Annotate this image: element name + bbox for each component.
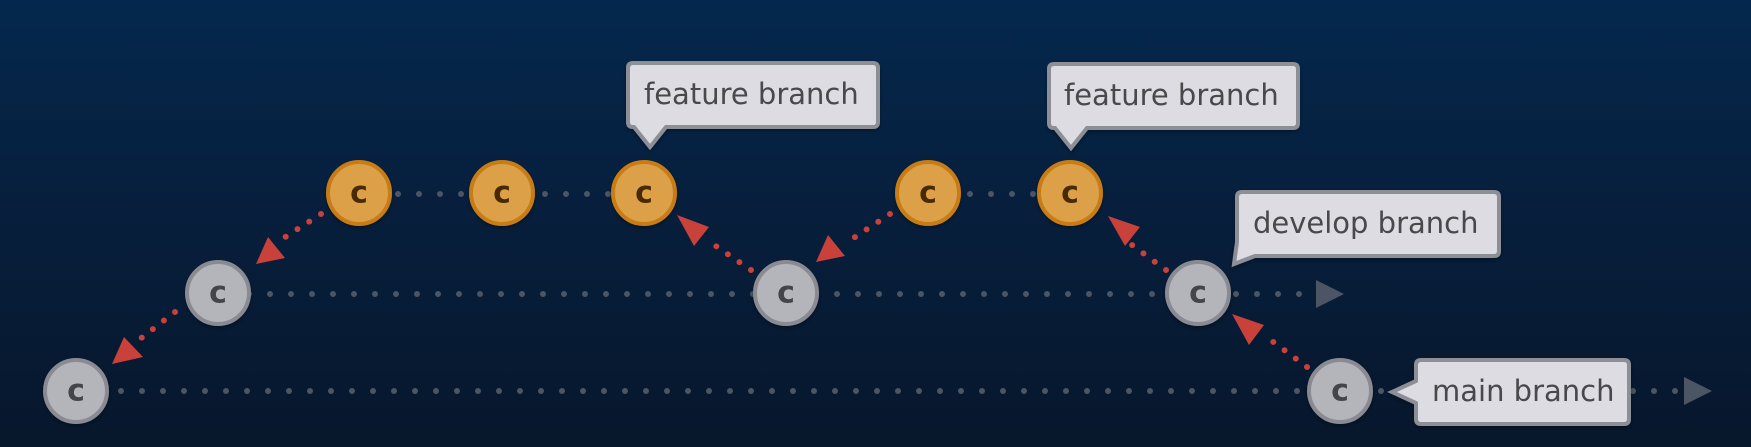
commit-label: c	[493, 176, 511, 211]
callouts: feature branch feature branch develop br…	[626, 61, 1631, 426]
commit-node-develop: c	[1165, 260, 1231, 326]
flow-arrow-develop-to-main	[1265, 335, 1310, 370]
flow-arrowhead-develop-to-main	[1232, 314, 1264, 345]
flow-arrowhead-feature-to-develop-2	[1108, 216, 1140, 246]
develop-branch-callout: develop branch	[1231, 190, 1501, 268]
main-branch-arrowhead	[1684, 377, 1712, 405]
commit-label: c	[1189, 276, 1207, 311]
flow-arrowhead-develop-to-feature	[256, 237, 285, 264]
develop-branch-label: develop branch	[1253, 206, 1479, 240]
commit-label: c	[1331, 374, 1349, 409]
commit-label: c	[209, 276, 227, 311]
flow-arrow-feature-to-develop-2	[1125, 239, 1169, 273]
commit-node-main: c	[1307, 358, 1373, 424]
commit-node-feature: c	[326, 160, 392, 226]
main-branch-label: main branch	[1432, 374, 1614, 408]
commit-label: c	[635, 176, 653, 211]
flow-arrowhead-feature-to-develop	[677, 215, 709, 246]
feature-branch-callout: feature branch	[626, 61, 880, 151]
commit-node-feature: c	[469, 160, 535, 226]
flow-arrow-main-to-develop	[128, 309, 178, 349]
flow-arrows	[112, 211, 1310, 370]
flow-arrowhead-develop-to-feature-2	[816, 235, 845, 262]
flow-arrowhead-main-to-develop	[112, 337, 143, 364]
commit-node-develop: c	[753, 260, 819, 326]
commit-label: c	[67, 374, 85, 409]
feature-branch-label: feature branch	[644, 77, 859, 111]
feature-branch-label: feature branch	[1064, 78, 1279, 112]
flow-arrow-develop-to-feature	[273, 211, 324, 246]
main-branch-callout: main branch	[1387, 358, 1631, 426]
commit-nodes: c c c c c c c	[43, 160, 1373, 424]
flow-arrow-feature-to-develop	[707, 239, 754, 273]
commit-label: c	[777, 276, 795, 311]
commit-node-main: c	[43, 358, 109, 424]
develop-branch-arrowhead	[1316, 280, 1344, 308]
commit-node-feature: c	[895, 160, 961, 226]
flow-arrow-develop-to-feature-2	[843, 211, 893, 246]
feature-branch-callout: feature branch	[1047, 62, 1300, 152]
commit-node-develop: c	[185, 260, 251, 326]
commit-node-feature: c	[1037, 160, 1103, 226]
commit-label: c	[350, 176, 368, 211]
commit-label: c	[919, 176, 937, 211]
commit-label: c	[1061, 176, 1079, 211]
commit-node-feature: c	[611, 160, 677, 226]
